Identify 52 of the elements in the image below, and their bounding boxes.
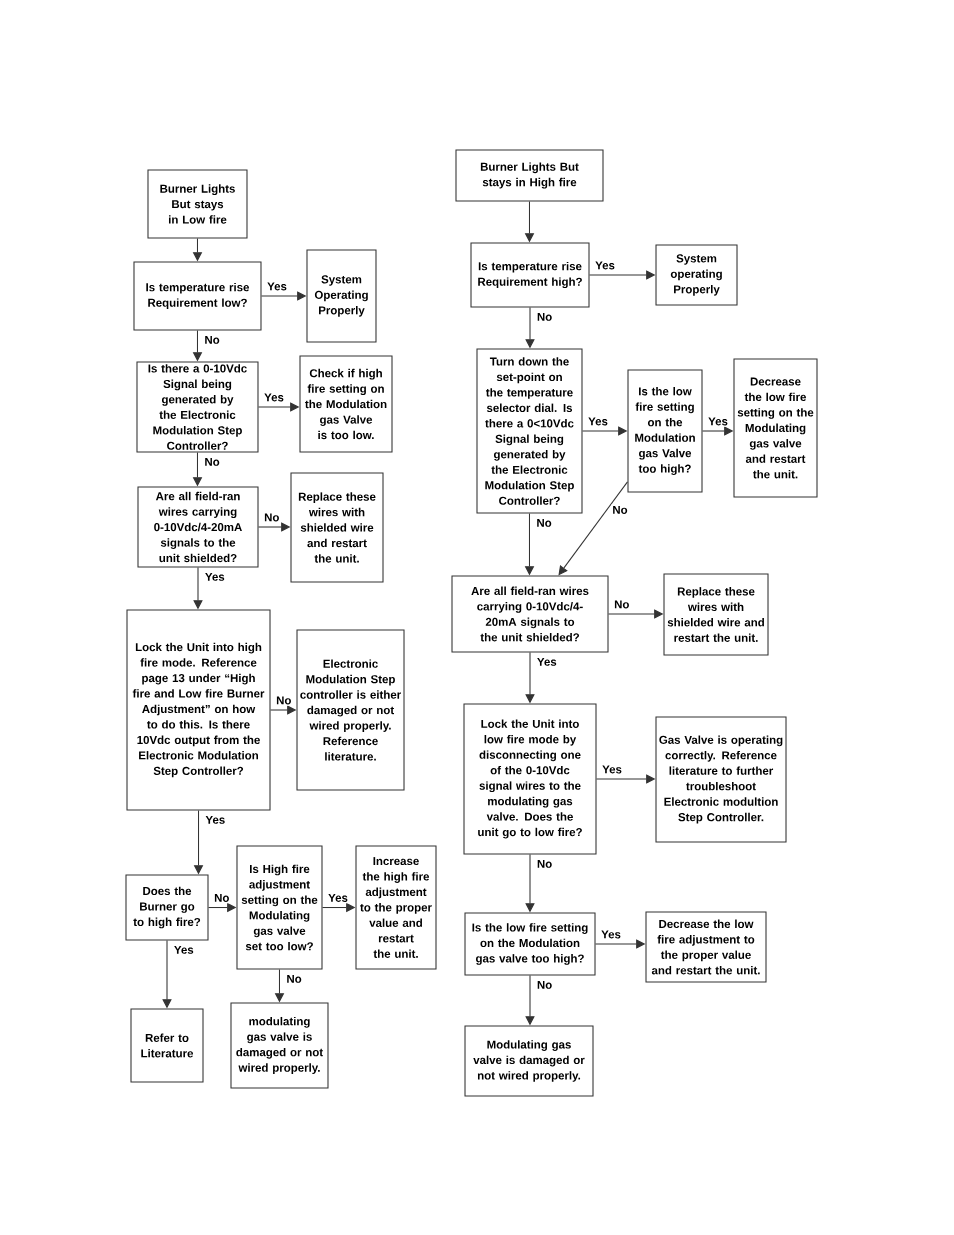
- edge-label: No: [611, 504, 629, 516]
- process-box: System operating Properly: [655, 244, 738, 306]
- process-box: Refer to Literature: [130, 1008, 204, 1083]
- edge-label: No: [203, 456, 222, 468]
- process-box: Decrease the low fire setting on the Modulating gas valve and restart the unit.: [733, 358, 818, 498]
- process-box: Increase the high fire adjustment to the proper value and restart the unit.: [355, 845, 437, 970]
- edge-label: Yes: [204, 814, 227, 826]
- process-box: Burner Lights But stays in Low fire: [147, 169, 248, 239]
- process-box: Is temperature rise Requirement high?: [470, 242, 590, 308]
- process-box: modulating gas valve is damaged or not wired properly.: [230, 1002, 329, 1089]
- edge-label: No: [535, 311, 554, 323]
- edge-label: Yes: [535, 656, 559, 668]
- process-box: Gas Valve is operating correctly. Reference literature to further troubleshoot Electronic modultion Step Controller.: [655, 716, 787, 843]
- edge-label: Yes: [326, 892, 350, 904]
- process-box: Check if high fire setting on the Modulation gas Valve is too low.: [299, 355, 393, 453]
- arrow: [558, 481, 628, 576]
- process-box: Decrease the low fire adjustment to the proper value and restart the unit.: [645, 911, 767, 983]
- edge-label: No: [262, 512, 281, 523]
- edge-label: Yes: [265, 281, 289, 292]
- process-box: Are all field-ran wires carrying 0-10Vdc/4-20mA signals to the unit shielded?: [451, 575, 609, 653]
- edge-label: Yes: [599, 929, 623, 940]
- process-box: System Operating Properly: [306, 249, 377, 343]
- process-box: Is there a 0-10Vdc Signal being generated by the Electronic Modulation Step Controller?: [136, 361, 259, 453]
- process-box: Burner Lights But stays in High fire: [455, 149, 604, 202]
- edge-label: No: [274, 695, 293, 706]
- edge-label: Yes: [706, 416, 730, 427]
- process-box: Lock the Unit into low fire mode by disconnecting one of the 0-10Vdc signal wires to the modulating gas valve. Does the unit go to low fire?: [463, 703, 597, 855]
- process-box: Lock the Unit into high fire mode. Reference page 13 under “High fire and Low fire Burner Adjustment” on how to do this. Is there 10Vdc output from the Electronic Modulation Step Controller?: [126, 609, 271, 811]
- process-box: Replace these wires with shielded wire and restart the unit.: [663, 573, 769, 656]
- edge-label: No: [535, 979, 554, 991]
- edge-label: Yes: [172, 944, 196, 956]
- edge-label: Yes: [203, 571, 227, 583]
- process-box: Modulating gas valve is damaged or not wired properly.: [464, 1025, 594, 1097]
- edge-label: Yes: [586, 416, 610, 427]
- process-box: Does the Burner go to high fire?: [125, 874, 209, 941]
- process-box: Is High fire adjustment setting on the Modulating gas valve set too low?: [236, 845, 323, 970]
- edge-label: No: [612, 599, 631, 610]
- process-box: Is the low fire setting on the Modulation gas valve too high?: [464, 912, 596, 976]
- edge-label: No: [285, 973, 304, 985]
- process-box: Are all field-ran wires carrying 0-10Vdc/4-20mA signals to the unit shielded?: [137, 486, 259, 568]
- process-box: Is the low fire setting on the Modulation gas Valve too high?: [627, 369, 703, 493]
- edge-label: No: [535, 858, 554, 870]
- edge-label: Yes: [593, 260, 617, 271]
- edge-label: No: [203, 334, 222, 346]
- edge-label: Yes: [600, 764, 624, 775]
- edge-label: No: [212, 892, 231, 904]
- edge-label: Yes: [262, 392, 286, 403]
- process-box: Is temperature rise Requirement low?: [133, 261, 262, 331]
- process-box: Replace these wires with shielded wire and restart the unit.: [290, 472, 384, 583]
- process-box: Electronic Modulation Step controller is either damaged or not wired properly. Reference literature.: [296, 629, 405, 791]
- edge-label: No: [535, 517, 554, 529]
- process-box: Turn down the set-point on the temperature selector dial. Is there a 0<10Vdc Signal being generated by the Electronic Modulation Step Controller?: [476, 348, 583, 514]
